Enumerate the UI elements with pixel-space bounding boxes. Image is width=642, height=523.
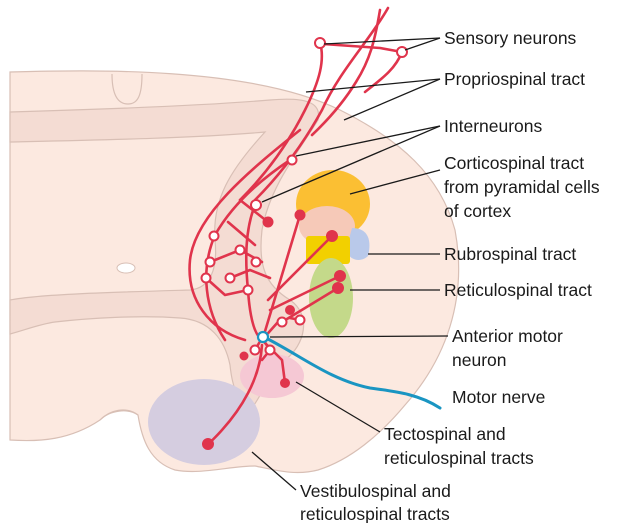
label-vestibulospinal-line1: Vestibulospinal and xyxy=(300,481,451,501)
label-reticulospinal-tract: Reticulospinal tract xyxy=(444,280,592,300)
label-anterior-motor-line1: Anterior motor xyxy=(452,326,563,346)
label-propriospinal-tract: Propriospinal tract xyxy=(444,69,585,89)
label-rubrospinal-tract: Rubrospinal tract xyxy=(444,244,576,264)
label-interneurons: Interneurons xyxy=(444,116,543,136)
label-corticospinal-line3: of cortex xyxy=(444,201,511,221)
vestibulospinal-tract-region xyxy=(148,379,260,465)
label-vestibulospinal-line2: reticulospinal tracts xyxy=(300,504,450,523)
label-tectospinal-line2: reticulospinal tracts xyxy=(384,448,534,468)
label-anterior-motor-line2: neuron xyxy=(452,350,507,370)
label-corticospinal-line2: from pyramidal cells xyxy=(444,177,600,197)
label-corticospinal-line1: Corticospinal tract xyxy=(444,153,584,173)
label-sensory-neurons: Sensory neurons xyxy=(444,28,577,48)
label-motor-nerve: Motor nerve xyxy=(452,387,545,407)
central-canal xyxy=(117,263,135,273)
anterior-motor-neuron-body xyxy=(258,332,268,342)
reticulospinal-tract-region xyxy=(309,258,353,338)
label-tectospinal-line1: Tectospinal and xyxy=(384,424,506,444)
